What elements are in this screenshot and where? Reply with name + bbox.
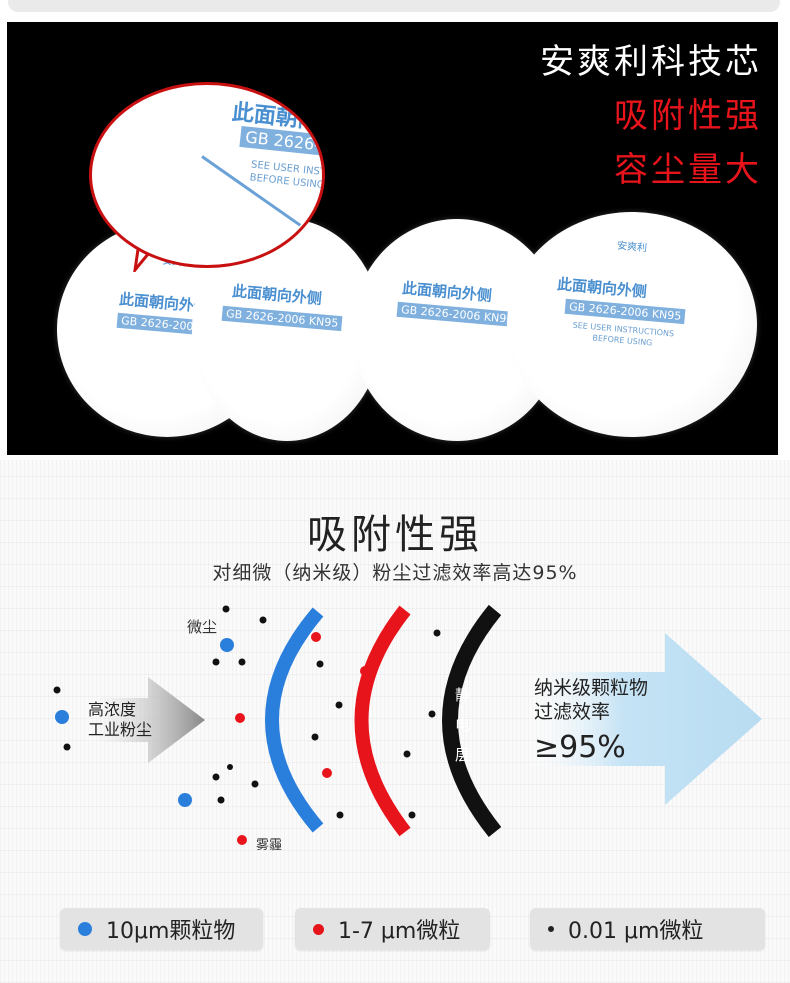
blue-dot-icon: [78, 922, 92, 936]
black-particle: [335, 701, 343, 709]
black-particle: [63, 743, 71, 751]
black-particle: [408, 811, 416, 819]
blue-filter-layer: [265, 607, 324, 833]
result-value: ≥95%: [534, 730, 626, 765]
result-line-2: 过滤效率: [534, 701, 611, 723]
filter-disc: 安爽利 此面朝向外侧 GB 2626-2006 KN95 SEE USER IN…: [507, 212, 757, 437]
blue-particle: [178, 793, 192, 807]
section-title: 吸附性强: [307, 512, 483, 558]
black-particle: [428, 710, 436, 718]
magnifier-closeup: 此面朝向外侧 GB 2626-2006 KN95 SEE USER INSTRU…: [89, 82, 325, 268]
red-dot-icon: [313, 923, 324, 935]
black-particle: [53, 686, 61, 694]
layer-char: 静: [455, 686, 471, 704]
top-bar: [8, 0, 780, 12]
black-particle: [251, 780, 259, 788]
red-filter-layer: [354, 605, 411, 837]
input-label-line-1: 高浓度: [88, 700, 137, 719]
result-line-1: 纳米级颗粒物: [534, 677, 649, 699]
blue-particle: [220, 638, 234, 652]
black-particle: [336, 811, 344, 819]
electrostatic-layer-label: 静 电 层: [455, 680, 473, 770]
legend-item-1-7um: 1-7 μm微粒: [295, 908, 490, 950]
product-photo: 安爽利 此面朝向外侧 GB 2626-2006 KN95 此面朝向外侧 GB 2…: [7, 22, 778, 455]
electrostatic-layer: [442, 604, 502, 838]
black-dot-icon: [548, 926, 554, 932]
black-particle: [259, 616, 267, 624]
black-particle: [403, 750, 411, 758]
brand-line: 安爽利科技芯: [540, 42, 762, 82]
red-particle: [237, 835, 247, 845]
layer-char: 层: [455, 746, 471, 764]
black-particle: [227, 764, 233, 770]
black-particle: [311, 733, 319, 741]
black-particle: [238, 658, 246, 666]
legend-item-10um: 10μm颗粒物: [60, 908, 263, 950]
black-particle: [316, 660, 324, 668]
red-particle: [235, 713, 245, 723]
red-particle: [360, 666, 370, 676]
legend-label: 1-7 μm微粒: [338, 919, 461, 944]
legend-label: 0.01 μm微粒: [568, 919, 704, 944]
red-particle: [311, 632, 321, 642]
section-subtitle: 对细微（纳米级）粉尘过滤效率高达95%: [212, 562, 578, 584]
red-particle: [322, 768, 332, 778]
smog-label: 雾霾: [256, 838, 283, 853]
input-label-line-2: 工业粉尘: [88, 720, 153, 739]
black-particle: [212, 773, 220, 781]
feature-adsorption: 吸附性强: [614, 96, 762, 136]
result-text: 纳米级颗粒物 过滤效率 ≥95%: [534, 676, 648, 770]
input-arrow: [88, 677, 205, 763]
black-particle: [212, 658, 220, 666]
legend-label: 10μm颗粒物: [106, 919, 236, 944]
feature-dust-capacity: 容尘量大: [614, 150, 762, 190]
layer-char: 电: [455, 716, 471, 734]
black-particle: [433, 629, 441, 637]
output-arrow: [530, 633, 762, 805]
fine-dust-label: 微尘: [187, 618, 218, 636]
legend-item-001um: 0.01 μm微粒: [530, 908, 765, 950]
input-label: 高浓度工业粉尘: [88, 700, 152, 740]
black-particle: [222, 605, 230, 613]
black-particle: [217, 796, 225, 804]
blue-particle: [55, 710, 69, 724]
